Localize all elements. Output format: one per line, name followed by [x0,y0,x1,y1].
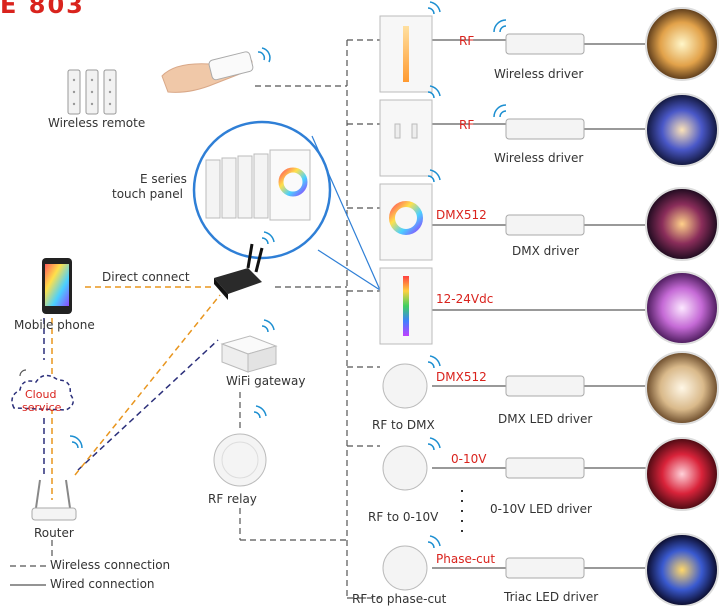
row-2-tag: RF [459,118,475,132]
row-7-module-label: RF to phase-cut [352,592,447,606]
wireless-remotes [67,69,117,115]
row-3-driver-label: DMX driver [512,244,579,258]
brand-logo: E 803 [0,0,85,19]
wireless-remote-label: Wireless remote [48,116,146,130]
row-1-tag: RF [459,34,475,48]
direct-connect-label: Direct connect [102,270,190,284]
router-label: Router [34,526,74,540]
row-7-tag: Phase-cut [436,552,496,566]
rf-relay-label: RF relay [208,492,257,506]
row-2-driver-label: Wireless driver [494,151,584,165]
wifi-direct-device-icon [214,231,275,300]
touch-panels [379,1,441,345]
cloud-label-line2: service [22,401,62,414]
row-6-module-label: RF to 0-10V [368,510,439,524]
router-icon [31,435,83,521]
hand-remote-icon [161,47,271,93]
row-5-tag: DMX512 [436,370,487,384]
e-series-callout [192,120,381,291]
mobile-phone-label: Mobile phone [14,318,95,332]
rf-relay-icon [213,405,267,487]
mobile-phone-icon [42,258,72,314]
row-5-driver-label: DMX LED driver [498,412,593,426]
legend-wireless-label: Wireless connection [50,558,171,572]
row-6-tag: 0-10V [451,452,487,466]
wifi-gateway-label: WiFi gateway [226,374,306,388]
row-5-module-label: RF to DMX [372,418,435,432]
drivers [493,19,585,579]
row-6-driver-label: 0-10V LED driver [490,502,592,516]
legend [10,565,46,586]
cloud-label-line1: Cloud [25,388,57,401]
row-7-driver-label: Triac LED driver [504,590,599,604]
wifi-gateway-icon [220,319,278,373]
touch-panel-label: touch panel [112,187,183,201]
e-series-label: E series [140,172,187,186]
rf-modules [382,355,441,591]
row-4-tag: 12-24Vdc [436,292,494,306]
row-3-tag: DMX512 [436,208,487,222]
cloud-icon [11,369,74,411]
lighting-scenes [645,7,719,606]
row-1-driver-label: Wireless driver [494,67,584,81]
legend-wired-label: Wired connection [50,577,155,591]
